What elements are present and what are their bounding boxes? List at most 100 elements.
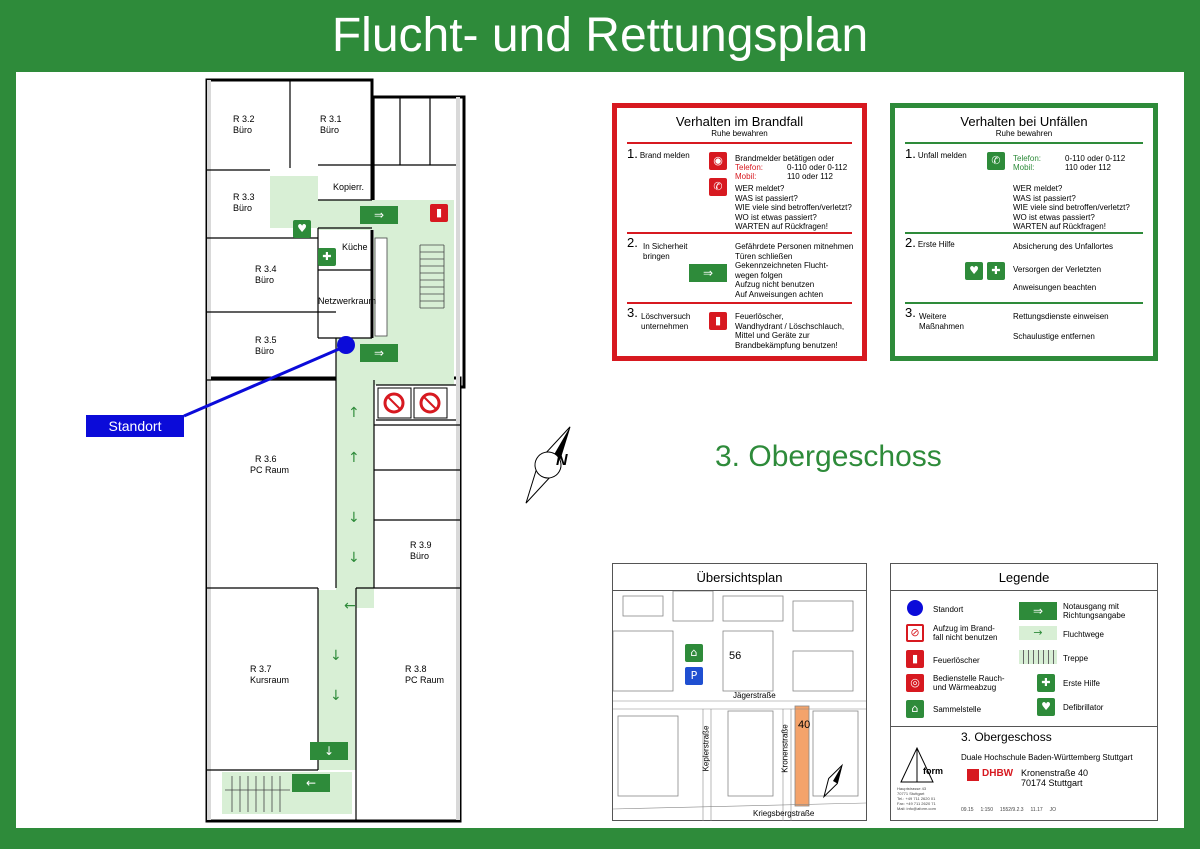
tel-value: 0-110 oder 0-112 (787, 163, 848, 172)
room-use: Büro (255, 346, 274, 356)
stairs (225, 237, 445, 812)
room-use: Büro (410, 551, 429, 561)
accident-step-2-text: Anweisungen beachten (1013, 283, 1097, 292)
room-label: R 3.4 (255, 264, 277, 274)
accident-step-1: 1.Unfall melden (905, 146, 967, 161)
legend-label: Erste Hilfe (1063, 679, 1100, 688)
legend-label: Bedienstelle Rauch- und Wärmeabzug (933, 674, 1005, 692)
tel-label: Telefon: (1013, 154, 1042, 163)
floor-label: 3. Obergeschoss (715, 440, 942, 473)
tel-value: 0-110 oder 0-112 (1065, 154, 1126, 163)
legend-label: Notausgang mit Richtungsangabe (1063, 602, 1126, 620)
fire-step-1-text: Brandmelder betätigen oder (735, 154, 835, 163)
fire-step-1: 1.Brand melden (627, 147, 690, 161)
svg-text:↓: ↓ (348, 550, 360, 566)
step-label: Unfall melden (917, 151, 967, 160)
room-label: Netzwerkraum (318, 296, 376, 306)
plan-title: Flucht- und Rettungsplan (0, 0, 1200, 72)
escape-route-area (222, 176, 454, 814)
overview-compass (823, 763, 843, 799)
room-label: Küche (342, 242, 368, 252)
accident-step-3-text: Schaulustige entfernen (1013, 332, 1095, 341)
phone-icon: ✆ (709, 178, 727, 196)
legend-title: Legende (998, 570, 1050, 585)
fire-box-title: Verhalten im Brandfall (675, 114, 804, 129)
dhbw-logo-mark (967, 769, 979, 781)
room-use: PC Raum (250, 465, 289, 475)
room-label: R 3.8 (405, 664, 427, 674)
room-label: Kopierr. (333, 182, 364, 192)
emergency-exit-sign: ⇒ (360, 206, 398, 224)
defibrillator-icon: ♥ (965, 262, 983, 280)
room-use: Büro (320, 125, 339, 135)
fire-step-3-text: Feuerlöscher, Wandhydrant / Löschschlauc… (735, 312, 845, 350)
route-arrows: ↑ ↑ ↓ ↓ ← ↓ ↓ (330, 405, 360, 704)
standort-dot (337, 336, 355, 354)
svg-text:↓: ↓ (330, 648, 342, 664)
accident-step-2: 2.Erste Hilfe (905, 235, 955, 250)
no-elevator-icon: ⊘ (906, 624, 924, 642)
room-use: PC Raum (405, 675, 444, 685)
room-label: R 3.6 (255, 454, 277, 464)
svg-text:↑: ↑ (348, 450, 360, 466)
fire-step-3: 3. (627, 305, 640, 320)
step-number: 2. (905, 235, 916, 250)
legend-label: Treppe (1063, 654, 1089, 663)
step-number: 3. (627, 305, 638, 320)
room-label: R 3.7 (250, 664, 272, 674)
room-use: Kursraum (250, 675, 289, 685)
legend-label: Feuerlöscher (933, 656, 980, 665)
legend-label: Standort (933, 605, 964, 614)
step-label: Weitere Maßnahmen (919, 312, 964, 331)
divider (905, 302, 1143, 304)
svg-text:←: ← (344, 598, 356, 614)
escape-route-swatch: → (1019, 626, 1057, 640)
parking-icon: P (685, 667, 703, 685)
divider (905, 232, 1143, 234)
accident-step-2-text: Versorgen der Verletzten (1013, 265, 1102, 274)
overview-title: Übersichtsplan (696, 570, 783, 585)
step-label: Erste Hilfe (917, 240, 955, 249)
divider (627, 302, 852, 304)
emergency-exit-sign: ← (292, 774, 330, 792)
legend-label: Defibrillator (1063, 703, 1104, 712)
street-name: Kronenstraße (780, 724, 790, 773)
step-label: Löschversuch unternehmen (641, 312, 691, 331)
legend-label: Sammelstelle (933, 705, 982, 714)
first-aid-icon: ✚ (318, 248, 336, 266)
room-labels: R 3.2 Büro R 3.1 Büro R 3.3 Büro Kopierr… (233, 114, 444, 685)
compass-north-letter: N (556, 452, 568, 469)
emergency-exit-sign: ⇒ (689, 264, 727, 282)
fire-alarm-icon: ◉ (709, 152, 727, 170)
emergency-exit-sign: ⇒ (1019, 602, 1057, 620)
mobile-label: Mobil: (735, 172, 757, 181)
divider (613, 590, 866, 591)
building-number: 56 (729, 650, 742, 662)
street-name: Keplerstraße (701, 725, 711, 772)
fire-extinguisher-icon: ▮ (906, 650, 924, 668)
company-contact: Hauptstrasse 43 70771 Stuttgart Tel.: +4… (897, 786, 936, 811)
first-aid-icon: ✚ (1037, 674, 1055, 692)
phone-icon: ✆ (987, 152, 1005, 170)
accident-box-subtitle: Ruhe bewahren (995, 129, 1053, 138)
wall-hatch (207, 80, 460, 820)
titleblock-footer: 09.15 1:150 1552/9.2.3 11.17 JO (961, 807, 1056, 813)
defibrillator-icon: ♥ (293, 220, 311, 238)
titleblock-institution: Duale Hochschule Baden-Württemberg Stutt… (961, 753, 1133, 762)
address-city: 70174 Stuttgart (1021, 778, 1083, 788)
svg-text:↑: ↑ (348, 405, 360, 421)
mobile-value: 110 oder 112 (787, 172, 833, 181)
legend-panel: Legende Standort ⊘ Aufzug im Brand- fall… (890, 563, 1158, 821)
assembly-point-icon: ⌂ (906, 700, 924, 718)
room-label: R 3.3 (233, 192, 255, 202)
accident-step-3: 3. (905, 306, 918, 320)
street-name: Kriegsbergstraße (753, 809, 815, 818)
elevator-shafts (377, 387, 448, 419)
step-number: 1. (905, 146, 916, 161)
divider (627, 142, 852, 144)
standort-dot-icon (907, 600, 923, 616)
emergency-exit-sign: ↓ (310, 742, 348, 760)
divider (891, 726, 1157, 727)
accident-box-title: Verhalten bei Unfällen (960, 114, 1088, 129)
